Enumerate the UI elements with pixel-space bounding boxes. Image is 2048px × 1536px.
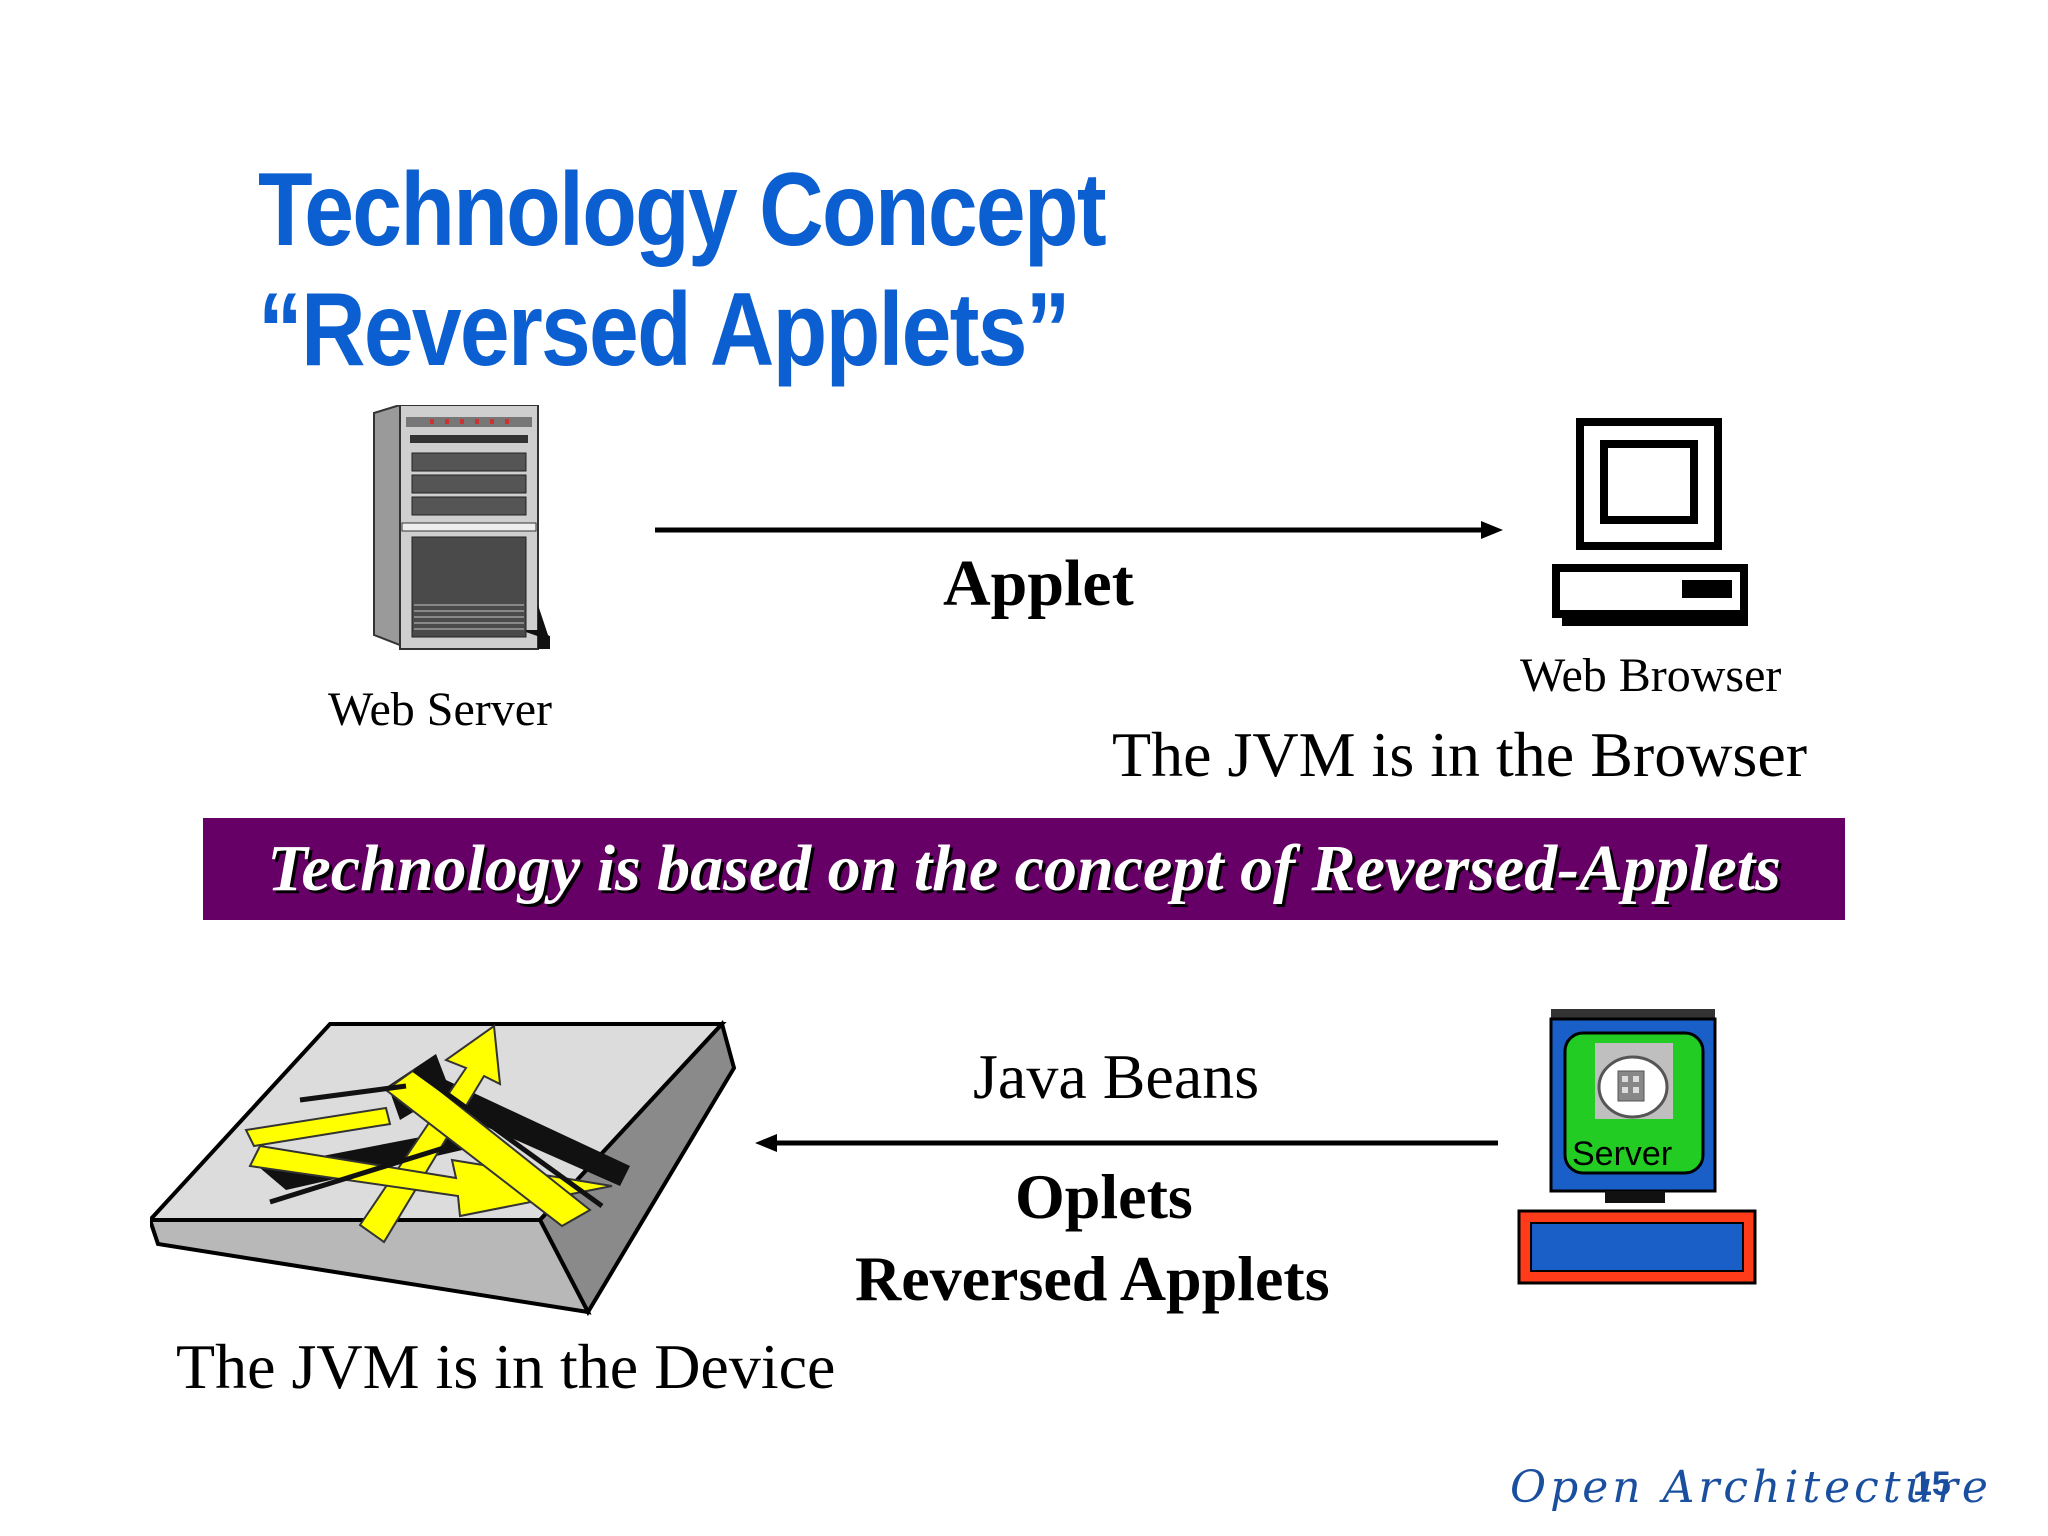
footer-brand: Open Architecture bbox=[1510, 1462, 1992, 1513]
server-tower-icon bbox=[373, 405, 550, 650]
title-line-1: Technology Concept bbox=[258, 152, 1107, 268]
banner-text: Technology is based on the concept of Re… bbox=[267, 832, 1781, 905]
applet-label: Applet bbox=[943, 547, 1134, 620]
web-server-label: Web Server bbox=[328, 683, 553, 736]
java-beans-label: Java Beans bbox=[973, 1041, 1260, 1112]
server-label: Server bbox=[1572, 1135, 1673, 1173]
computer-terminal-icon bbox=[1552, 418, 1748, 626]
reversed-applets-label: Reversed Applets bbox=[855, 1243, 1330, 1314]
slide-title: Technology Concept “Reversed Applets” bbox=[258, 150, 1107, 390]
page-number: 15 bbox=[1913, 1465, 1951, 1503]
concept-banner: Technology is based on the concept of Re… bbox=[203, 818, 1845, 920]
oplets-arrow bbox=[755, 1134, 1498, 1152]
applet-arrow bbox=[655, 521, 1503, 539]
browser-jvm-caption: The JVM is in the Browser bbox=[1112, 719, 1808, 790]
title-line-2: “Reversed Applets” bbox=[258, 272, 1070, 388]
oplets-label: Oplets bbox=[1015, 1161, 1193, 1232]
server-computer-icon: Server bbox=[1515, 1005, 1760, 1285]
network-switch-icon bbox=[150, 1020, 737, 1317]
web-browser-label: Web Browser bbox=[1520, 649, 1782, 702]
device-jvm-caption: The JVM is in the Device bbox=[176, 1331, 836, 1402]
